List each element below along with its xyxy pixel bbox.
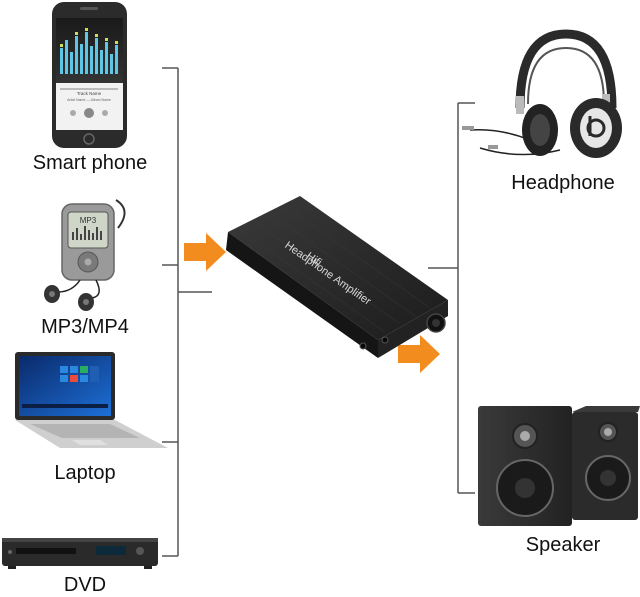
headphone-icon	[462, 29, 622, 158]
label-laptop: Laptop	[54, 462, 116, 484]
headphone-amplifier-icon	[226, 196, 448, 358]
label-speaker: Speaker	[525, 534, 601, 556]
mp3-screen-text: MP3	[80, 216, 97, 225]
label-headphone: Headphone	[511, 172, 615, 194]
phone-artist-name: Artist Name — Album Name	[67, 98, 111, 102]
right-bracket	[428, 102, 475, 494]
speaker-icon	[478, 406, 640, 526]
label-mp3: MP3/MP4	[41, 316, 129, 338]
phone-track-name: Track Name	[77, 91, 102, 96]
dvd-player-icon	[2, 538, 158, 569]
arrow-out-icon	[398, 335, 440, 373]
smartphone-icon	[52, 2, 127, 148]
label-dvd: DVD	[63, 574, 107, 596]
mp3-player-icon	[44, 199, 126, 311]
left-bracket	[162, 67, 212, 557]
label-smartphone: Smart phone	[32, 152, 148, 174]
laptop-icon	[15, 352, 168, 448]
arrow-in-icon	[184, 233, 226, 271]
